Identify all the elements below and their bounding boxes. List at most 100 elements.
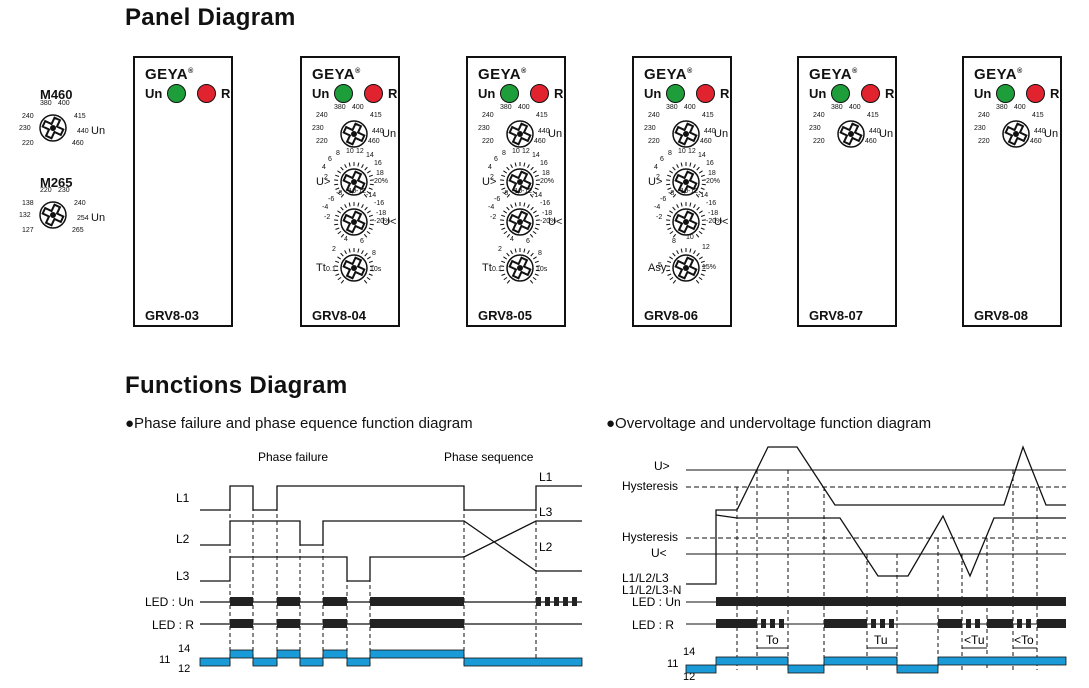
overvoltage-dial[interactable]	[666, 162, 706, 198]
led-un-label: Un	[145, 86, 163, 101]
dial-scale-label: -2	[324, 214, 331, 221]
asymmetry-dial[interactable]	[666, 248, 706, 284]
led-un-indicator	[500, 84, 519, 103]
dial-scale-label: 10	[512, 148, 520, 155]
dial-scale-label: 12	[688, 148, 696, 155]
functions-diagram-title: Functions Diagram	[125, 372, 348, 399]
m460-tick: 220	[22, 140, 34, 147]
brand-logo: GEYA®	[809, 66, 858, 83]
un-setting-dial[interactable]	[670, 118, 702, 150]
dial-scale-label: 240	[978, 112, 990, 119]
dial-scale-label: -2	[656, 214, 663, 221]
dial-scale-label: -4	[488, 204, 495, 211]
row-label-u-over: U>	[654, 459, 670, 473]
dial-scale-label: 440	[538, 128, 550, 135]
row-label-l1l2l3: L1/L2/L3	[622, 571, 669, 585]
dial-scale-label: -18	[376, 210, 387, 217]
undervoltage-dial[interactable]	[666, 202, 706, 238]
dial-scale-label: -8	[336, 190, 343, 197]
m265-tick: 132	[19, 212, 31, 219]
un-unit-label: Un	[714, 128, 729, 140]
led-r-label: R	[554, 86, 564, 101]
un-setting-dial[interactable]	[504, 118, 536, 150]
dial-scale-label: 230	[312, 125, 324, 132]
dial-scale-label: 16	[540, 160, 548, 167]
panel-diagram-title: Panel Diagram	[125, 4, 296, 31]
dial-scale-label: 440	[869, 128, 881, 135]
dial-scale-label: 15%	[702, 264, 717, 271]
dial-scale-label: 12	[356, 148, 364, 155]
dial-scale-label: 220	[648, 138, 660, 145]
dial-scale-label: 460	[368, 138, 380, 145]
dial-scale-label: 4	[654, 164, 658, 171]
model-label: GRV8-06	[644, 308, 698, 323]
u-under-label: U<	[548, 216, 563, 228]
dial-scale-label: -10	[346, 188, 357, 195]
dial-scale-label: 240	[482, 112, 494, 119]
row-label-hyst-top: Hysteresis	[622, 479, 678, 493]
m460-tick: 400	[58, 100, 70, 107]
row-label-led-r-right: LED : R	[632, 618, 674, 632]
m265-tick: 127	[22, 227, 34, 234]
undervoltage-dial[interactable]	[500, 202, 540, 238]
model-label: GRV8-05	[478, 308, 532, 323]
un-unit-label: Un	[382, 128, 397, 140]
led-un-indicator	[996, 84, 1015, 103]
tt-label: Tt	[316, 262, 326, 274]
dial-scale-label: 415	[536, 112, 548, 119]
row-label-l3: L3	[176, 569, 190, 583]
dial-scale-label: 440	[704, 128, 716, 135]
dial-scale-label: 220	[482, 138, 494, 145]
m460-tick: 440	[77, 128, 89, 135]
dial-scale-label: 0.1	[492, 266, 502, 273]
un-setting-dial[interactable]	[338, 118, 370, 150]
dial-scale-label: -16	[540, 200, 551, 207]
un-setting-dial[interactable]	[1000, 118, 1032, 150]
overvoltage-dial[interactable]	[334, 162, 374, 198]
dial-scale-label: 6	[328, 156, 332, 163]
u-over-label: U>	[482, 176, 497, 188]
m265-tick: 265	[72, 227, 84, 234]
dial-scale-label: 4	[322, 164, 326, 171]
un-setting-dial[interactable]	[835, 118, 867, 150]
dial-scale-label: 4	[344, 236, 348, 243]
dial-scale-label: 0.1	[326, 266, 336, 273]
dial-scale-label: 230	[974, 125, 986, 132]
undervoltage-dial[interactable]	[334, 202, 374, 238]
led-un-label: Un	[974, 86, 992, 101]
dial-scale-label: -14	[366, 192, 377, 199]
overvoltage-dial[interactable]	[500, 162, 540, 198]
dial-scale-label: 8	[336, 150, 340, 157]
right-diagram-heading: ●Overvoltage and undervoltage function d…	[606, 415, 932, 432]
dial-scale-label: -18	[708, 210, 719, 217]
dial-scale-label: 380	[666, 104, 678, 111]
dial-scale-label: 4	[488, 164, 492, 171]
dial-scale-label: 10s	[370, 266, 382, 273]
led-r-label: R	[720, 86, 730, 101]
dial-scale-label: 400	[1014, 104, 1026, 111]
time-delay-dial[interactable]	[500, 248, 540, 284]
dial-scale-label: -6	[328, 196, 335, 203]
led-r-label: R	[885, 86, 895, 101]
dial-scale-label: 10s	[536, 266, 548, 273]
led-r-label: R	[221, 86, 231, 101]
dial-scale-label: -16	[374, 200, 385, 207]
dial-scale-label: 14	[366, 152, 374, 159]
m460-dial: 380 400 240 415 230 440 220 460 Un	[10, 100, 105, 152]
m460-tick: 230	[19, 125, 31, 132]
m460-tick: 380	[40, 100, 52, 107]
phase-failure-label: Phase failure	[258, 450, 328, 464]
dial-scale-label: 400	[684, 104, 696, 111]
dial-scale-label: 415	[370, 112, 382, 119]
dial-scale-label: 220	[316, 138, 328, 145]
led-row: Un R	[145, 84, 231, 104]
led-un-indicator	[666, 84, 685, 103]
brand-logo: GEYA®	[478, 66, 527, 83]
led-r-indicator	[861, 84, 880, 103]
dial-scale-label: 2	[490, 174, 494, 181]
time-delay-dial[interactable]	[334, 248, 374, 284]
